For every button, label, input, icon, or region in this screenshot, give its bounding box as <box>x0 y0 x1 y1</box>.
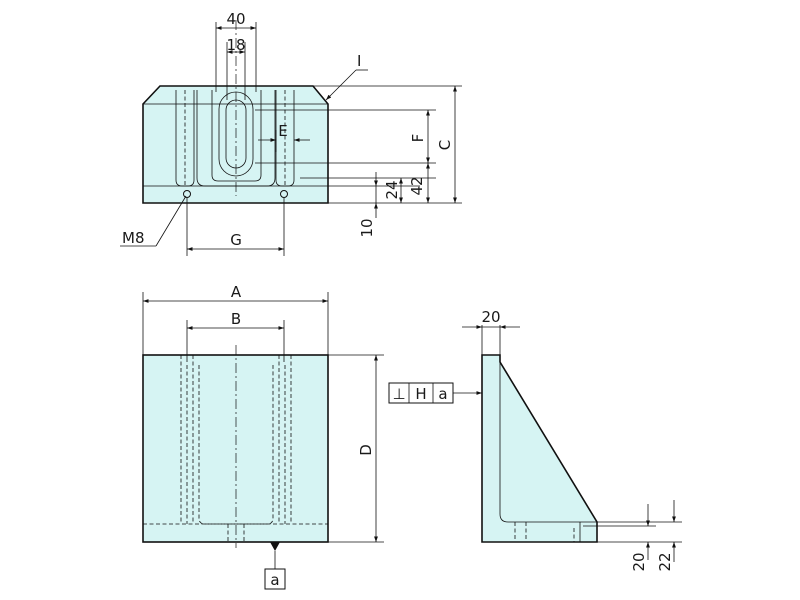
dim-20-bottom-label: 20 <box>630 552 648 571</box>
side-inner-corner <box>499 362 597 523</box>
datum-a-label: a <box>270 571 279 589</box>
side-view: 20 ⊥ H a 20 22 <box>388 308 682 572</box>
dim-A-label: A <box>231 283 242 301</box>
slot-block-inner <box>211 90 262 182</box>
front-view: A B D a <box>142 283 384 590</box>
leader-m8 <box>155 195 187 247</box>
tolerance-value: H <box>415 385 426 403</box>
dim-10-label: 10 <box>358 218 376 237</box>
right-pocket <box>275 90 295 187</box>
m8-hole-left <box>183 190 191 198</box>
dim-D-label: D <box>357 444 375 456</box>
dim-I-label: I <box>357 52 361 70</box>
dim-F-label: F <box>409 134 427 143</box>
datum-box <box>264 568 286 590</box>
dim-22-label: 22 <box>656 552 674 571</box>
dim-18-label: 18 <box>226 36 245 54</box>
thread-M8-label: M8 <box>122 229 145 247</box>
dim-E-label: E <box>278 122 287 140</box>
dim-40-label: 40 <box>226 10 245 28</box>
left-pocket <box>175 90 195 187</box>
top-view-outline <box>142 85 329 204</box>
front-view-outline <box>142 354 329 543</box>
dim-24-label: 24 <box>383 180 401 199</box>
dim-42-label: 42 <box>408 176 426 195</box>
dim-G-label: G <box>230 231 242 249</box>
top-view: 40 18 I E C F 42 24 <box>120 10 462 256</box>
datum-triangle <box>270 542 280 551</box>
tolerance-datum: a <box>438 385 447 403</box>
dim-B-label: B <box>231 310 241 328</box>
dim-C-label: C <box>436 140 454 150</box>
side-view-outline <box>481 354 598 543</box>
tolerance-symbol: ⊥ <box>392 385 405 403</box>
m8-hole-right <box>280 190 288 198</box>
leader-I <box>325 69 357 101</box>
dim-20-top-label: 20 <box>481 308 500 326</box>
